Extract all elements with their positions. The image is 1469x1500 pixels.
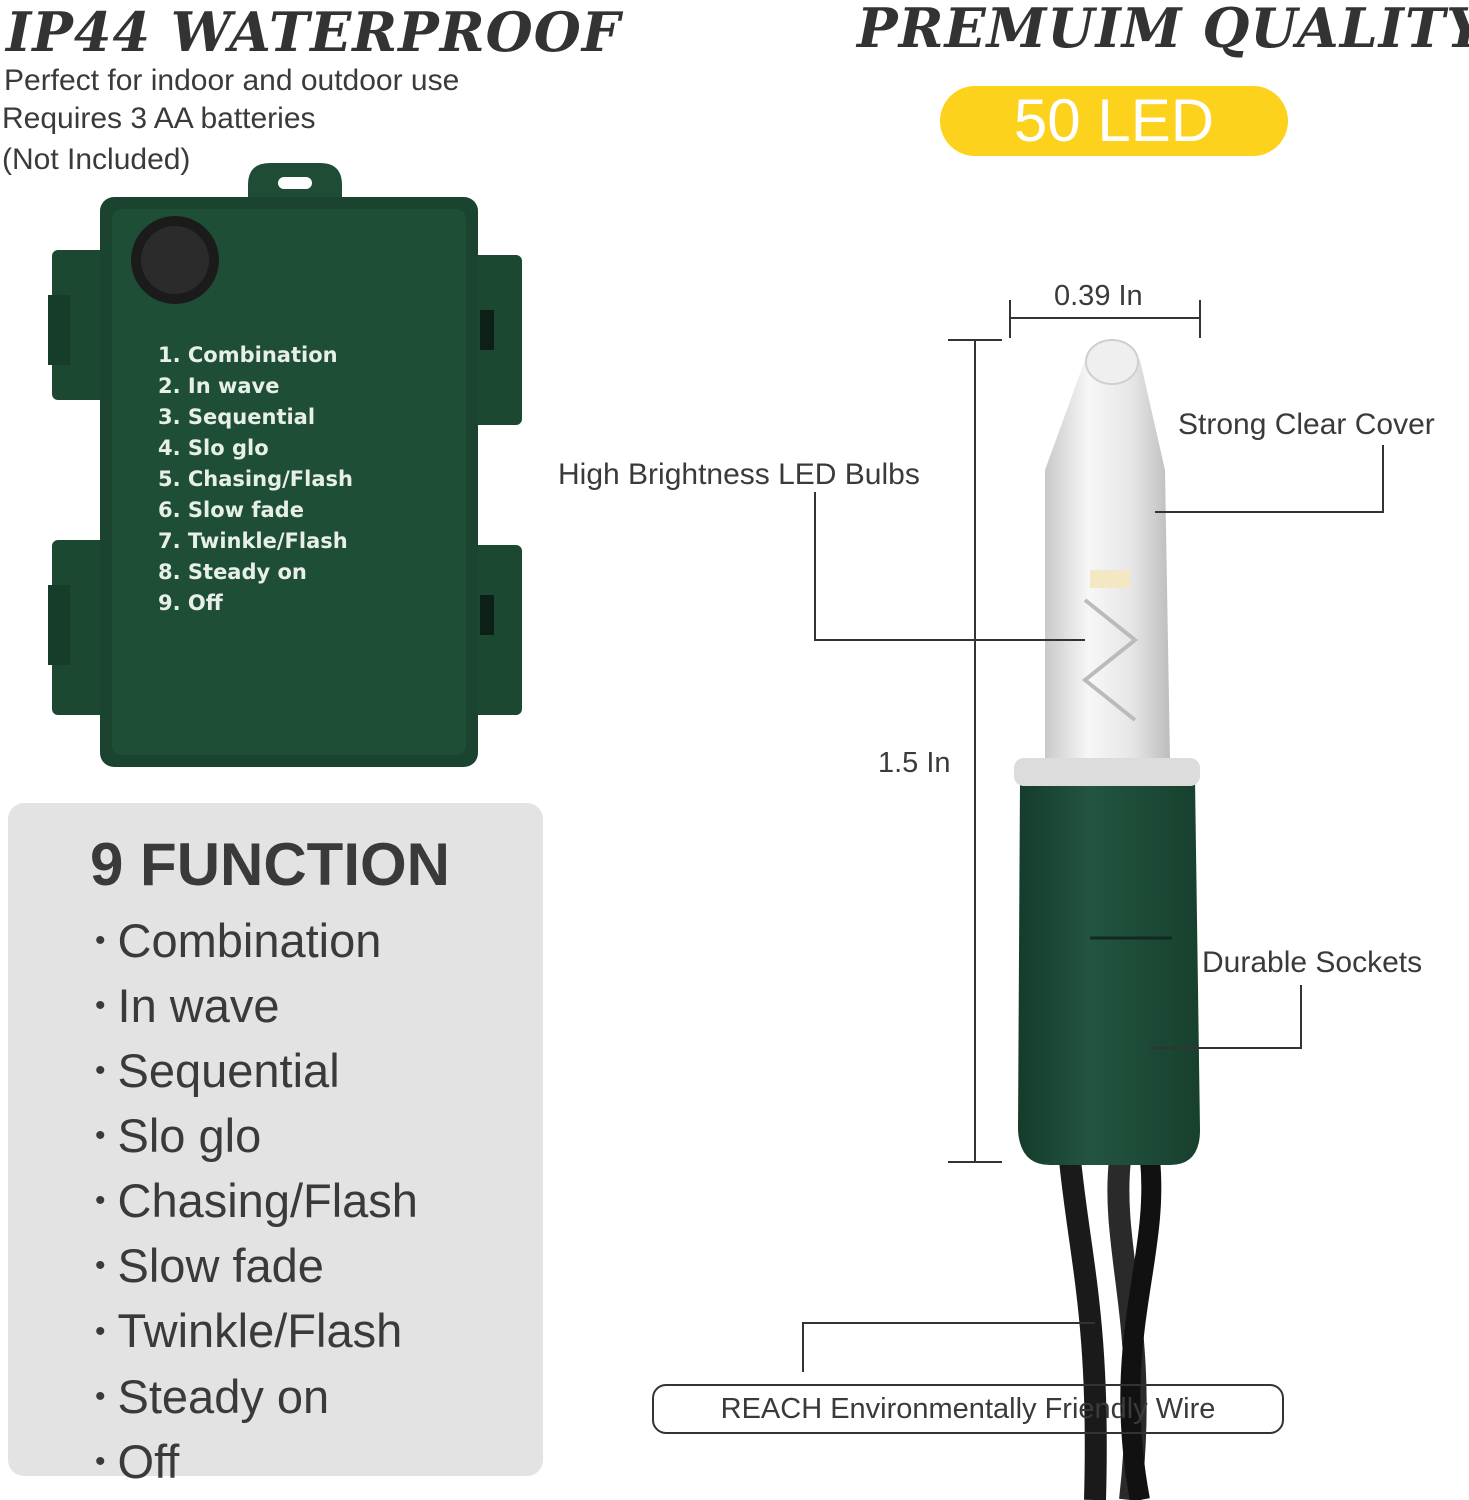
premium-quality-title: PREMUIM QUALITY: [857, 0, 1469, 60]
led-count-badge: 50 LED: [940, 86, 1288, 156]
list-item: Slow fade: [95, 1235, 418, 1300]
list-item: Slo glo: [95, 1105, 418, 1170]
function-list: Combination In wave Sequential Slo glo C…: [95, 910, 418, 1496]
list-item: Off: [95, 1431, 418, 1496]
socket-icon: [1018, 780, 1200, 1165]
list-item: Steady on: [95, 1366, 418, 1431]
list-item: Chasing/Flash: [95, 1170, 418, 1235]
list-item: Combination: [95, 910, 418, 975]
indoor-outdoor-text: Perfect for indoor and outdoor use: [4, 64, 460, 97]
not-included-text: (Not Included): [2, 143, 191, 176]
led-chip-icon: [1090, 570, 1130, 588]
list-item: 5. Chasing/Flash: [158, 467, 353, 491]
bulb-cover-icon: [1045, 342, 1170, 760]
cover-label: Strong Clear Cover: [1178, 408, 1435, 441]
battery-requirement-text: Requires 3 AA batteries: [2, 102, 316, 135]
list-item: 3. Sequential: [158, 405, 316, 429]
width-dimension-label: 0.39 In: [1054, 280, 1143, 312]
list-item: 8. Steady on: [158, 560, 307, 584]
list-item: 9. Off: [158, 591, 223, 615]
waterproof-title: IP44 WATERPROOF: [6, 0, 622, 64]
socket-label: Durable Sockets: [1202, 946, 1423, 979]
list-item: 7. Twinkle/Flash: [158, 529, 348, 553]
battery-box-icon: [48, 163, 522, 767]
battery-box-mode-list: 1. Combination 2. In wave 3. Sequential …: [158, 340, 353, 619]
height-dimension-label: 1.5 In: [878, 747, 951, 779]
list-item: 2. In wave: [158, 374, 280, 398]
list-item: Sequential: [95, 1040, 418, 1105]
led-label: High Brightness LED Bulbs: [558, 458, 920, 491]
wire-icon: [1059, 1158, 1162, 1500]
list-item: 6. Slow fade: [158, 498, 304, 522]
wire-label: REACH Environmentally Friendly Wire: [652, 1384, 1284, 1434]
list-item: Twinkle/Flash: [95, 1300, 418, 1365]
list-item: 4. Slo glo: [158, 436, 269, 460]
list-item: In wave: [95, 975, 418, 1040]
function-title: 9 FUNCTION: [90, 831, 450, 898]
list-item: 1. Combination: [158, 343, 338, 367]
